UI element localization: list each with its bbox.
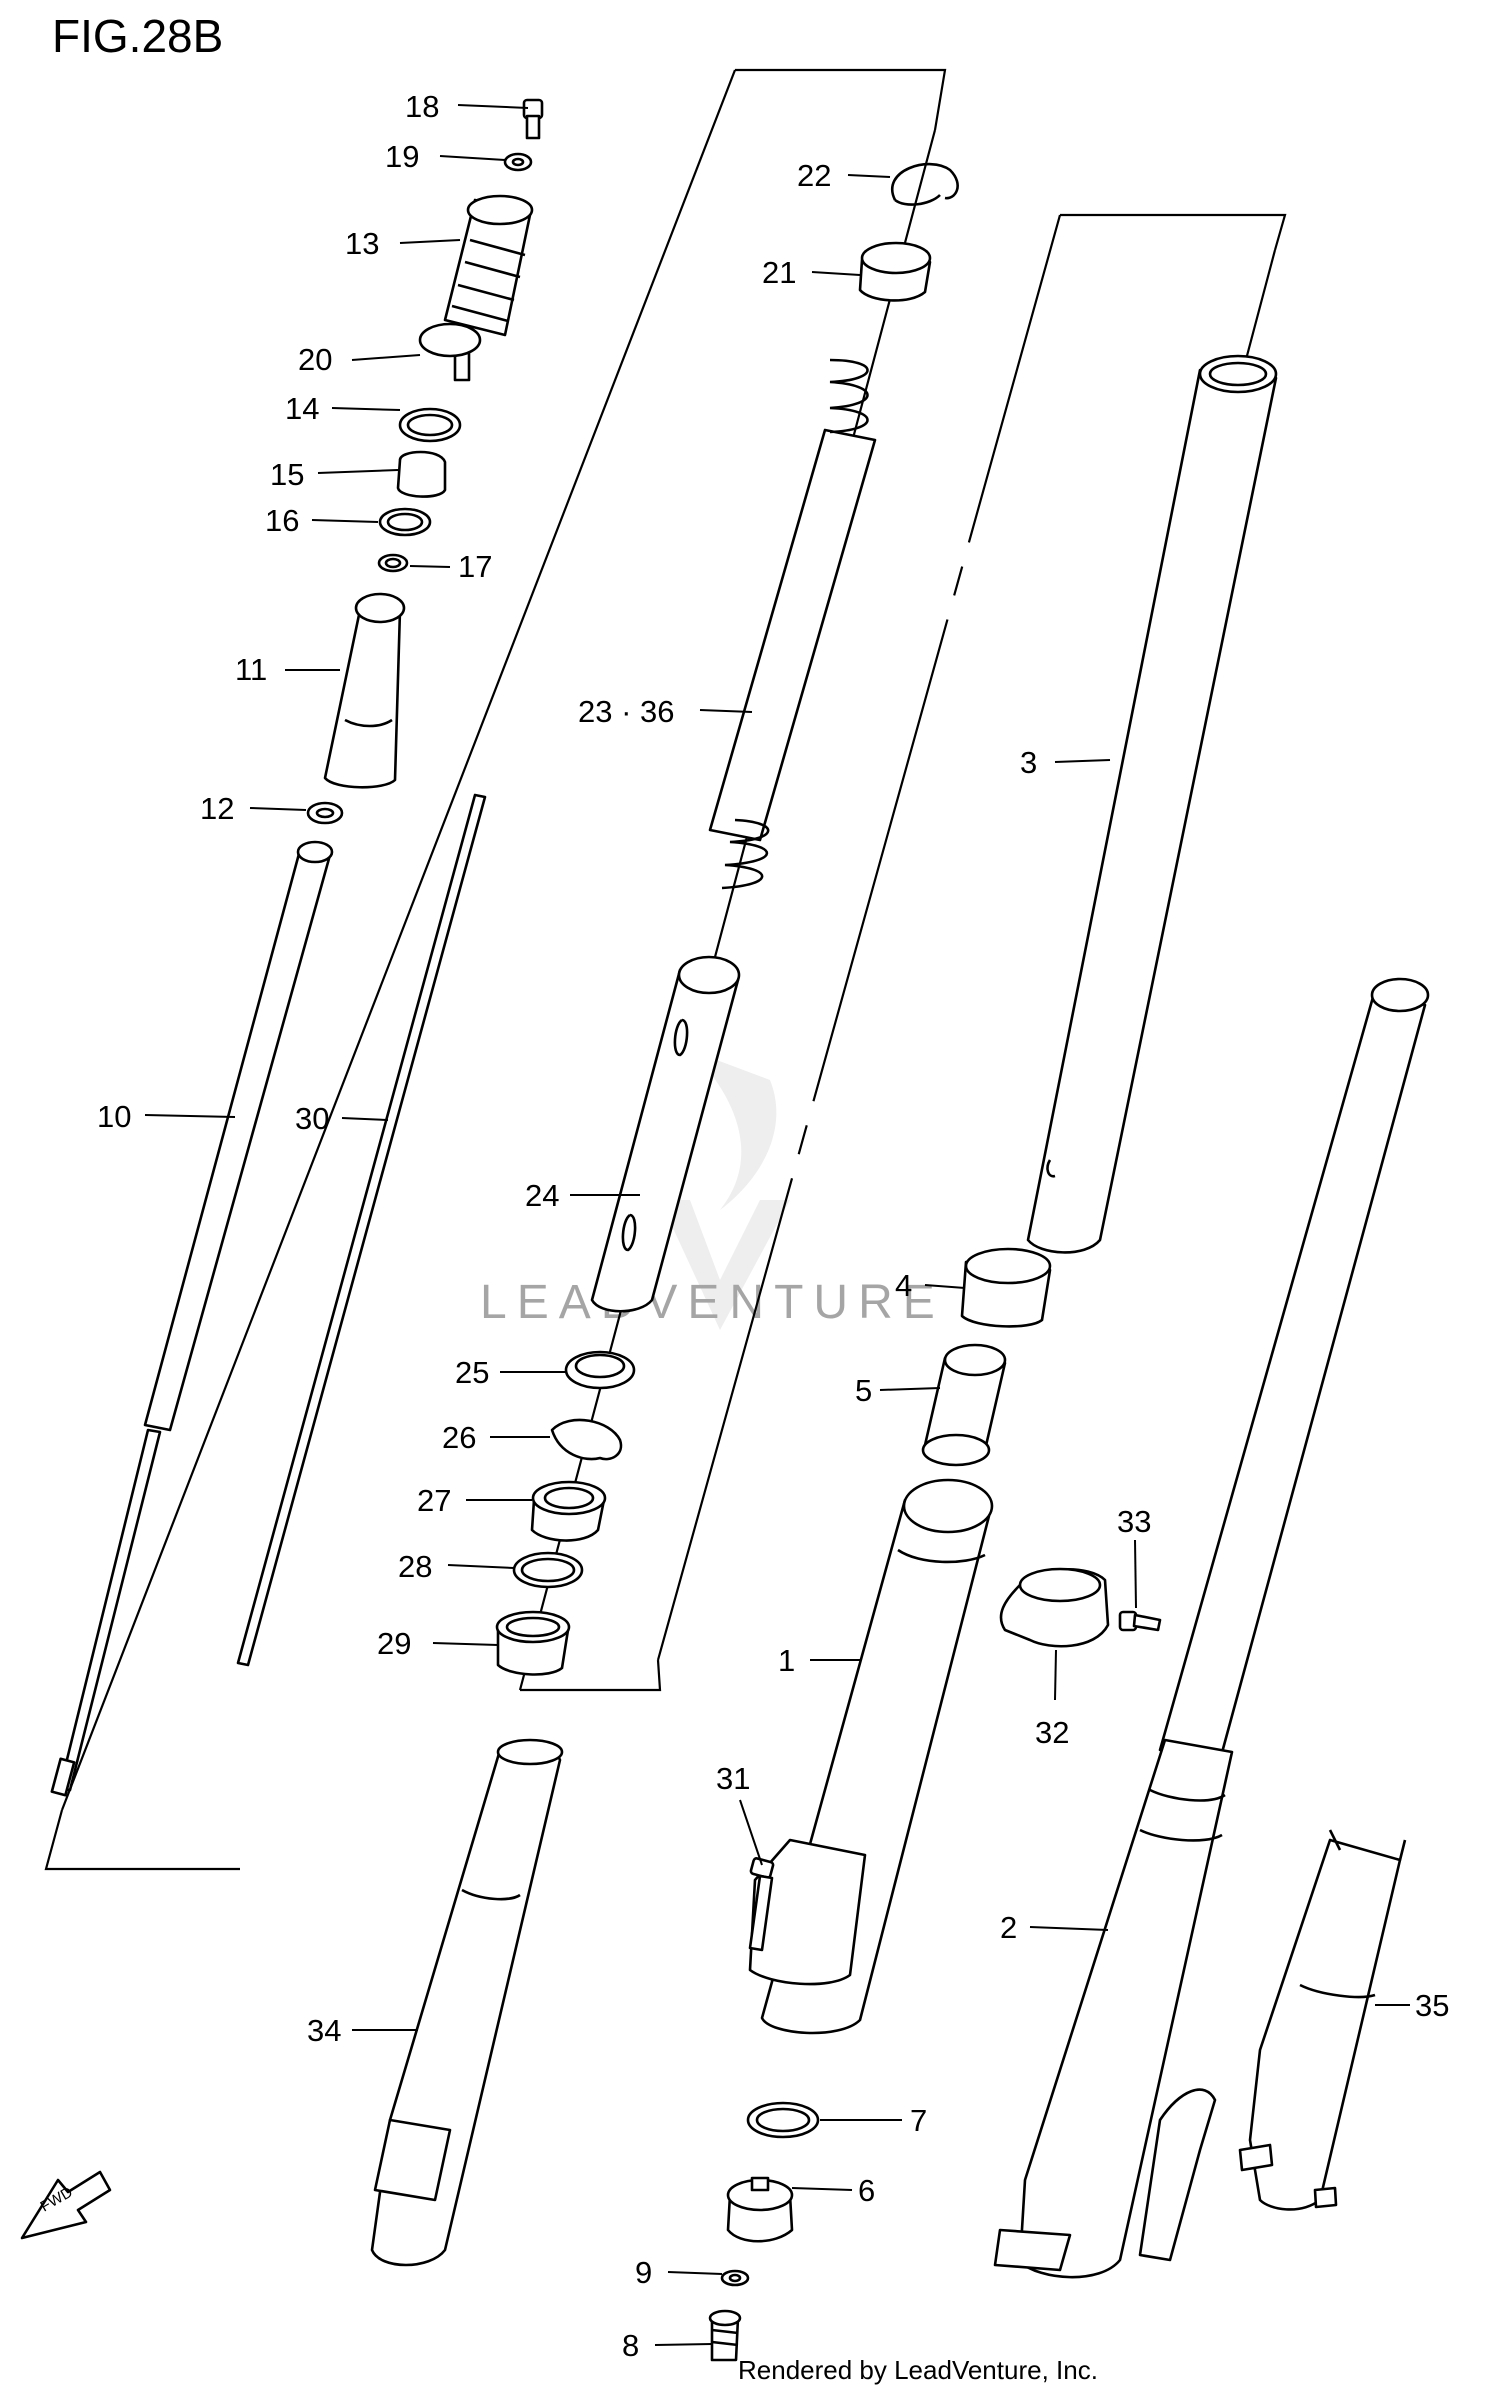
callout-32: 32 bbox=[1035, 1715, 1069, 1750]
part-2-front-fork-assembly bbox=[993, 977, 1430, 2279]
part-1-outer-tube bbox=[748, 1478, 994, 2035]
callout-16: 16 bbox=[265, 503, 299, 538]
part-16-ring bbox=[378, 507, 432, 537]
callout-28: 28 bbox=[398, 1549, 432, 1584]
callout-4: 4 bbox=[895, 1268, 912, 1303]
callout-25: 25 bbox=[455, 1355, 489, 1390]
part-12-washer bbox=[306, 801, 344, 825]
part-35-fork-guard bbox=[1238, 1829, 1407, 2211]
part-13-rod-assembly bbox=[443, 194, 534, 382]
callout-29: 29 bbox=[377, 1626, 411, 1661]
callout-9: 9 bbox=[635, 2255, 652, 2290]
watermark-text: LEADVENTURE bbox=[480, 1276, 945, 1329]
callout-20: 20 bbox=[298, 342, 332, 377]
part-25-seal bbox=[564, 1350, 636, 1390]
callout-11: 11 bbox=[235, 652, 267, 687]
callout-labels: 18 19 13 20 14 15 16 17 11 12 10 30 22 2… bbox=[97, 89, 1449, 2363]
part-10-damper-rod bbox=[50, 840, 334, 1797]
part-7-o-ring bbox=[746, 2101, 820, 2139]
callout-23-36: 23 · 36 bbox=[578, 694, 675, 729]
callout-21: 21 bbox=[762, 255, 796, 290]
part-34-fork-guard bbox=[370, 1738, 564, 2267]
part-4-guide-bushing bbox=[960, 1247, 1052, 1328]
callout-7: 7 bbox=[910, 2103, 927, 2138]
render-credit: Rendered by LeadVenture, Inc. bbox=[738, 2355, 1098, 2385]
part-5-guide-sleeve bbox=[921, 1343, 1007, 1467]
callout-3: 3 bbox=[1020, 745, 1037, 780]
assembly-frame-left bbox=[44, 68, 1287, 1871]
part-24-cylinder-tube bbox=[590, 955, 741, 1313]
callout-33: 33 bbox=[1117, 1504, 1151, 1539]
part-32-clamp bbox=[999, 1567, 1110, 1648]
callout-31: 31 bbox=[716, 1761, 750, 1796]
callout-14: 14 bbox=[285, 391, 319, 426]
leadventure-watermark-logo: LEADVENTURE bbox=[480, 1050, 945, 1330]
callout-12: 12 bbox=[200, 791, 234, 826]
part-30-rod bbox=[236, 793, 487, 1667]
callout-17: 17 bbox=[458, 549, 492, 584]
callout-8: 8 bbox=[622, 2328, 639, 2363]
figure-title: FIG.28B bbox=[52, 10, 223, 62]
part-23-36-spring bbox=[708, 358, 877, 890]
part-28-ring bbox=[512, 1551, 584, 1589]
callout-1: 1 bbox=[778, 1643, 795, 1678]
callout-27: 27 bbox=[417, 1483, 451, 1518]
part-15-clip bbox=[396, 450, 447, 498]
callout-leaders bbox=[144, 104, 1410, 2346]
callout-15: 15 bbox=[270, 457, 304, 492]
part-6-bottom-nut bbox=[726, 2176, 794, 2243]
callout-18: 18 bbox=[405, 89, 439, 124]
callout-34: 34 bbox=[307, 2013, 341, 2048]
callout-30: 30 bbox=[295, 1101, 329, 1136]
part-8-bolt bbox=[708, 2309, 742, 2362]
part-27-oil-seal bbox=[530, 1480, 607, 1542]
callout-24: 24 bbox=[525, 1178, 559, 1213]
part-21-cap bbox=[858, 241, 932, 302]
part-14-ring bbox=[398, 407, 462, 443]
part-17-small-ring bbox=[377, 553, 409, 573]
callout-19: 19 bbox=[385, 139, 419, 174]
callout-35: 35 bbox=[1415, 1988, 1449, 2023]
part-29-bushing bbox=[495, 1610, 571, 1676]
part-19-washer bbox=[503, 152, 533, 172]
part-22-circlip bbox=[891, 162, 959, 206]
callout-13: 13 bbox=[345, 226, 379, 261]
part-33-bolt bbox=[1118, 1610, 1162, 1632]
callout-6: 6 bbox=[858, 2173, 875, 2208]
part-26-wave-washer bbox=[550, 1418, 623, 1461]
callout-5: 5 bbox=[855, 1373, 872, 1408]
forward-direction-arrow-icon: FWD bbox=[20, 2170, 112, 2240]
part-3-inner-tube bbox=[1026, 354, 1278, 1254]
callout-22: 22 bbox=[797, 158, 831, 193]
part-20-o-ring bbox=[418, 322, 482, 358]
part-9-washer bbox=[720, 2269, 750, 2287]
part-11-cylinder bbox=[323, 592, 406, 789]
part-18-screw bbox=[522, 98, 544, 140]
callout-26: 26 bbox=[442, 1420, 476, 1455]
callout-2: 2 bbox=[1000, 1910, 1017, 1945]
callout-10: 10 bbox=[97, 1099, 131, 1134]
part-31-bolt bbox=[748, 1857, 775, 1952]
